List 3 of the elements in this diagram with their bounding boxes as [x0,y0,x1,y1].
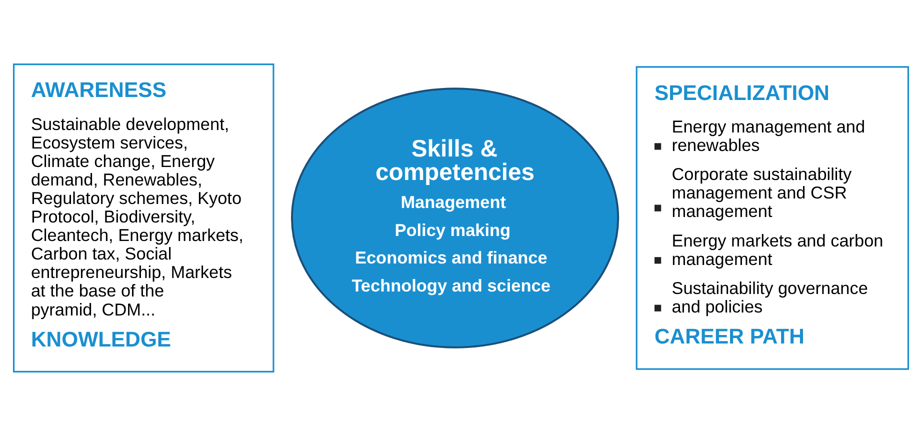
node-box: SPECIALIZATION Energy management and renewables Corporate sustainability management and CSR management Energy markets and carbon management Sustainability governance and policies CAREER PATH [636,66,910,370]
node-box: AWARENESS Sustainable development, Ecosystem services, Climate change, Energy demand, Renewables, Regulatory schemes, Kyoto Protocol, Biodiversity, Cleantech, Energy markets, Carbon tax, Social entrepreneurship, Markets at the base of the pyramid, CDM... KNOWLEDGE [12,63,274,372]
node-ellipse: Skills & competencies Management Policy making Economics and finance Technology and science [290,87,620,348]
